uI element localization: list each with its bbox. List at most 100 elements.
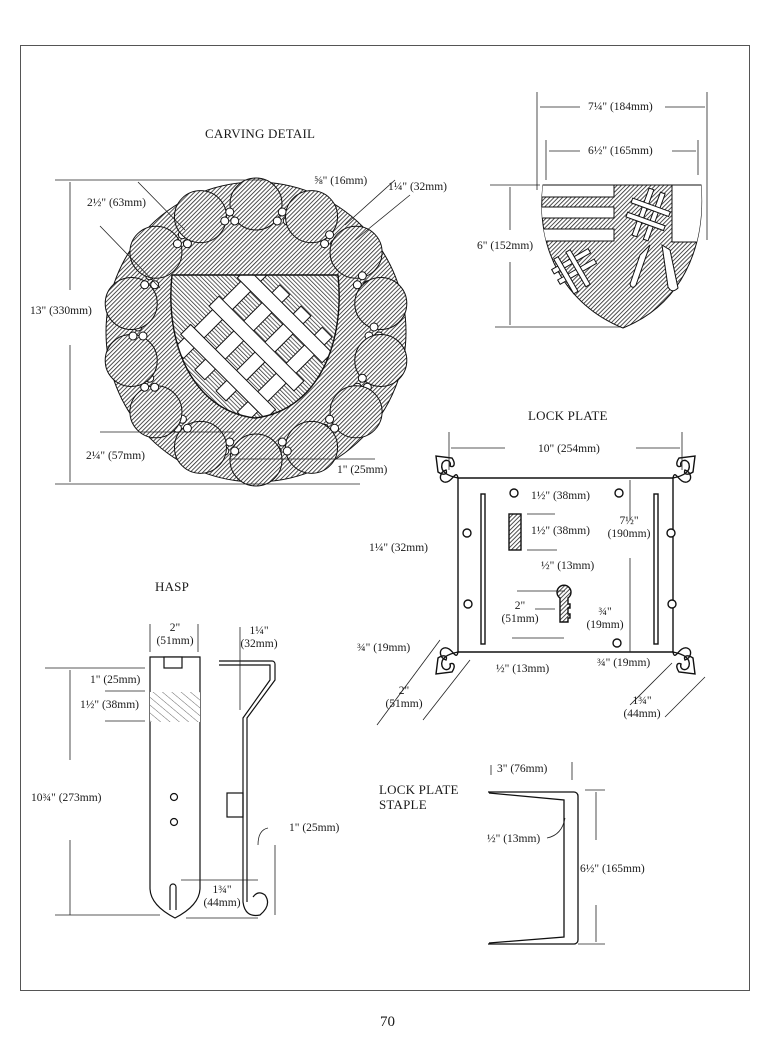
- trefoil-hole: [277, 437, 287, 447]
- staple-title-line1: LOCK PLATE: [379, 782, 459, 797]
- fleur-right-mm: (44mm): [623, 708, 661, 720]
- lock-plate-slot-height-label: 1½" (38mm): [531, 525, 590, 537]
- weave-motifs: [550, 187, 679, 295]
- scallop-lobe: [129, 225, 183, 279]
- trefoil-hole: [320, 239, 330, 249]
- carving-border-inner-label: ⅝" (16mm): [314, 175, 368, 187]
- carving-border-outer-label: 1¼" (32mm): [388, 181, 447, 193]
- trefoil-hole: [182, 423, 192, 433]
- scallop-lobe: [229, 177, 283, 231]
- hasp-dimension-lines: [45, 624, 276, 919]
- trefoil-hole: [138, 331, 148, 341]
- scallop-lobe: [329, 385, 383, 439]
- lock-plate-height-mm: (190mm): [607, 528, 651, 540]
- shield-dimension-lines: [490, 92, 708, 328]
- keyhole-height-in: 2": [514, 600, 526, 612]
- trefoil-hole: [357, 373, 367, 383]
- hasp-width-mm: (51mm): [156, 635, 194, 647]
- lock-plate-title: LOCK PLATE: [528, 408, 608, 423]
- scallop-lobe: [104, 333, 158, 387]
- hasp-side-profile: [219, 660, 276, 917]
- trefoil-hole: [225, 207, 235, 217]
- fleur-corner: [435, 455, 696, 675]
- scallop-lobe: [229, 433, 283, 487]
- staple-title-line2: STAPLE: [379, 797, 427, 812]
- fleur-left-mm: (51mm): [385, 698, 423, 710]
- trefoil-hole: [282, 446, 292, 456]
- trefoil-hole: [230, 446, 240, 456]
- basketweave: [170, 275, 340, 418]
- trefoil-hole: [230, 216, 240, 226]
- staple-dimension-lines: [490, 762, 605, 945]
- fleur-right-label: 1¾"(44mm): [620, 695, 664, 721]
- hasp-tip-mm: (44mm): [203, 897, 241, 909]
- hasp-hatch-band-label: 1½" (38mm): [80, 699, 139, 711]
- lock-plate-height-label: 7½"(190mm): [604, 515, 654, 541]
- lock-plate-height-in: 7½": [619, 515, 639, 527]
- hasp-tip-in: 1¾": [212, 884, 232, 896]
- shield-inner-width-label: 6½" (165mm): [588, 145, 653, 157]
- trefoil-hole: [352, 280, 362, 290]
- page-number: 70: [380, 1014, 395, 1030]
- scallop-lobe: [173, 420, 227, 474]
- hasp-hook-label: 1" (25mm): [289, 822, 340, 834]
- hasp-length-label: 10¾" (273mm): [31, 792, 102, 804]
- trefoil-hole: [277, 207, 287, 217]
- trefoil-hole: [369, 322, 379, 332]
- carving-detail-title: CARVING DETAIL: [205, 126, 316, 141]
- carving-bottom-lobe-label: 2¼" (57mm): [86, 450, 145, 462]
- scallop-lobe: [329, 225, 383, 279]
- fleur-left-label: 2"(51mm): [382, 685, 426, 711]
- hasp-offset-mm: (32mm): [240, 638, 278, 650]
- lock-plate-width-label: 10" (254mm): [538, 443, 600, 455]
- lock-plate-side-margin-label: 1¼" (32mm): [369, 542, 428, 554]
- scallop-lobe: [173, 190, 227, 244]
- staple-height-label: 6½" (165mm): [580, 863, 645, 875]
- trefoil-hole: [150, 280, 160, 290]
- trefoil-hole: [172, 239, 182, 249]
- scallop-lobe: [354, 333, 408, 387]
- keyhole-height-label: 2"(51mm): [500, 600, 540, 626]
- fleur-de-lis-corner: [672, 647, 696, 675]
- lock-plate-slot-offset-label: 1½" (38mm): [531, 490, 590, 502]
- page-border: [20, 45, 750, 991]
- fleur-de-lis-corner: [672, 455, 696, 483]
- keyhole-width-mm: (19mm): [586, 619, 624, 631]
- trefoil-hole: [140, 280, 150, 290]
- trefoil-hole: [325, 414, 335, 424]
- trefoil-hole: [220, 216, 230, 226]
- lock-plate-corner-left-label: ¾" (19mm): [357, 642, 411, 654]
- lock-plate-staple: [488, 791, 579, 945]
- hasp-front: [149, 656, 201, 919]
- trefoil-hole: [150, 382, 160, 392]
- lock-plate-corner-right-label: ¾" (19mm): [597, 657, 651, 669]
- trefoil-hole: [128, 331, 138, 341]
- hasp-width-in: 2": [169, 622, 181, 634]
- lock-plate-slot-width-label: ½" (13mm): [541, 560, 595, 572]
- trefoil-hole: [325, 230, 335, 240]
- hasp-title: HASP: [155, 579, 190, 594]
- keyhole-height-mm: (51mm): [501, 613, 539, 625]
- carving-dimension-lines: [55, 179, 411, 485]
- carving-lobe-label: 2½" (63mm): [87, 197, 146, 209]
- scallop-lobe: [354, 277, 408, 331]
- carving-height-label: 13" (330mm): [30, 305, 92, 317]
- hasp-width-label: 2"(51mm): [152, 622, 198, 648]
- scallop-lobe: [285, 190, 339, 244]
- lock-plate-bottom-offset-label: ½" (13mm): [496, 663, 550, 675]
- hasp-top-margin-label: 1" (25mm): [90, 674, 141, 686]
- hasp-offset-label: 1¼"(32mm): [234, 625, 284, 651]
- staple-thickness-label: ½" (13mm): [487, 833, 541, 845]
- fleur-left-in: 2": [398, 685, 410, 697]
- heraldic-shield: [541, 184, 703, 329]
- trefoil-hole: [330, 423, 340, 433]
- shield-height-label: 6" (152mm): [477, 240, 534, 252]
- carving-bottom-gap-label: 1" (25mm): [337, 464, 388, 476]
- trefoil-hole: [357, 271, 367, 281]
- shield-outer-width-label: 7¼" (184mm): [588, 101, 653, 113]
- hasp-tip-label: 1¾"(44mm): [200, 884, 244, 910]
- lock-plate: [435, 455, 696, 675]
- fleur-de-lis-corner: [435, 455, 459, 483]
- scallop-lobe: [285, 420, 339, 474]
